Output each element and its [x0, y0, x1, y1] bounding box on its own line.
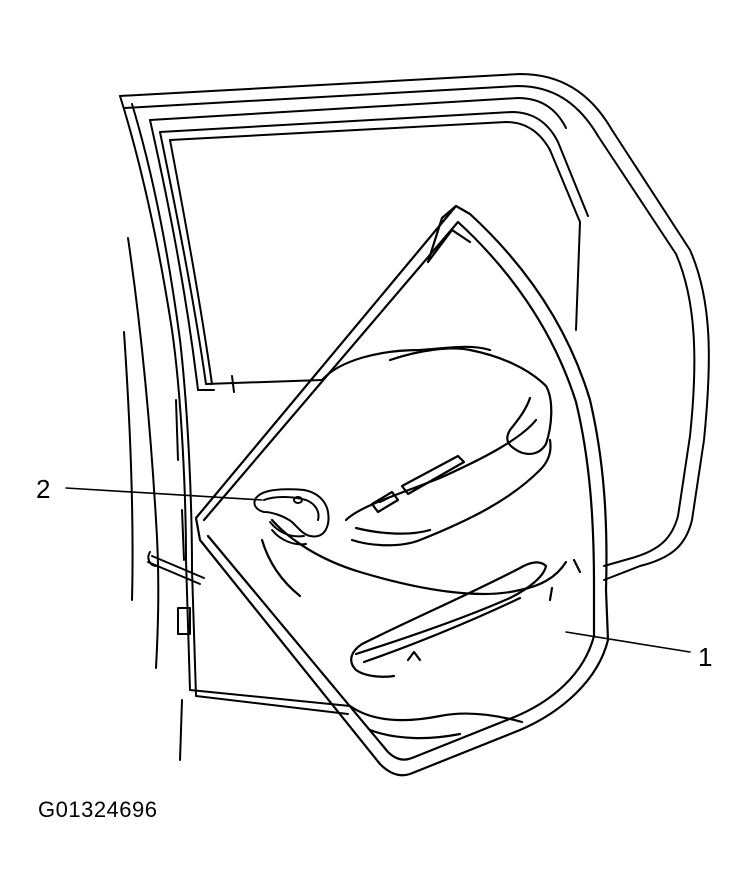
- leader-line-1: [566, 632, 690, 652]
- inside-door-handle: [254, 489, 328, 544]
- leader-line-2: [66, 488, 262, 500]
- callout-label-1: 1: [698, 642, 713, 672]
- leader-lines: [66, 488, 690, 652]
- figure-id: G01324696: [38, 797, 158, 822]
- trim-panel: [196, 206, 608, 775]
- door-frame: [120, 74, 709, 760]
- callout-label-2: 2: [36, 474, 51, 504]
